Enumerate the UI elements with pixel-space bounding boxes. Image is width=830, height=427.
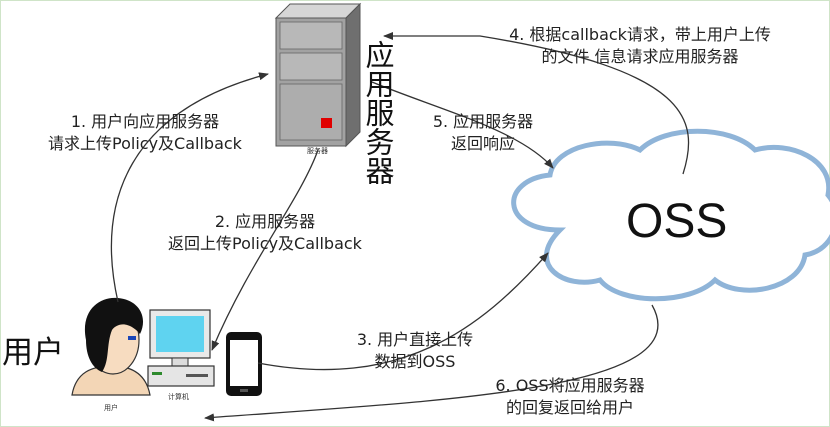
phone-icon (226, 332, 262, 396)
step4-line1: 4. 根据callback请求，带上用户上传 (509, 25, 771, 44)
arrow-step4 (383, 32, 690, 175)
server-caption: 服务器 (307, 147, 328, 155)
step3-label: 3. 用户直接上传 数据到OSS (330, 329, 500, 373)
step2-line1: 2. 应用服务器 (214, 212, 316, 231)
step4-line2: 的文件 信息请求应用服务器 (541, 47, 739, 66)
arrow-step6 (204, 304, 659, 422)
oss-cloud-icon (511, 128, 830, 302)
step5-line2: 返回响应 (450, 134, 515, 153)
arrow-step3 (257, 252, 549, 371)
step1-label: 1. 用户向应用服务器 请求上传Policy及Callback (30, 111, 260, 155)
user-label: 用户 (2, 335, 64, 371)
user-caption: 用户 (104, 404, 118, 412)
user-avatar-icon (71, 297, 151, 396)
step5-label: 5. 应用服务器 返回响应 (408, 111, 558, 155)
step2-line2: 返回上传Policy及Callback (168, 234, 362, 253)
step2-label: 2. 应用服务器 返回上传Policy及Callback (140, 211, 390, 255)
server-title: 应用服务器 (361, 40, 395, 185)
step3-line2: 数据到OSS (374, 352, 456, 371)
computer-icon (147, 309, 215, 387)
step5-line1: 5. 应用服务器 (432, 112, 534, 131)
step1-line1: 1. 用户向应用服务器 (70, 112, 220, 131)
step6-label: 6. OSS将应用服务器 的回复返回给用户 (470, 375, 670, 419)
oss-label: OSS (626, 195, 728, 248)
step6-line2: 的回复返回给用户 (505, 398, 634, 417)
computer-caption: 计算机 (168, 393, 189, 401)
arrow-step5 (371, 81, 554, 169)
step1-line2: 请求上传Policy及Callback (48, 134, 242, 153)
server-icon (274, 2, 362, 148)
step4-label: 4. 根据callback请求，带上用户上传 的文件 信息请求应用服务器 (480, 24, 800, 68)
arrow-step1 (110, 72, 269, 303)
arrow-step2 (211, 149, 319, 351)
step6-line1: 6. OSS将应用服务器 (495, 376, 645, 395)
step3-line1: 3. 用户直接上传 (356, 330, 474, 349)
